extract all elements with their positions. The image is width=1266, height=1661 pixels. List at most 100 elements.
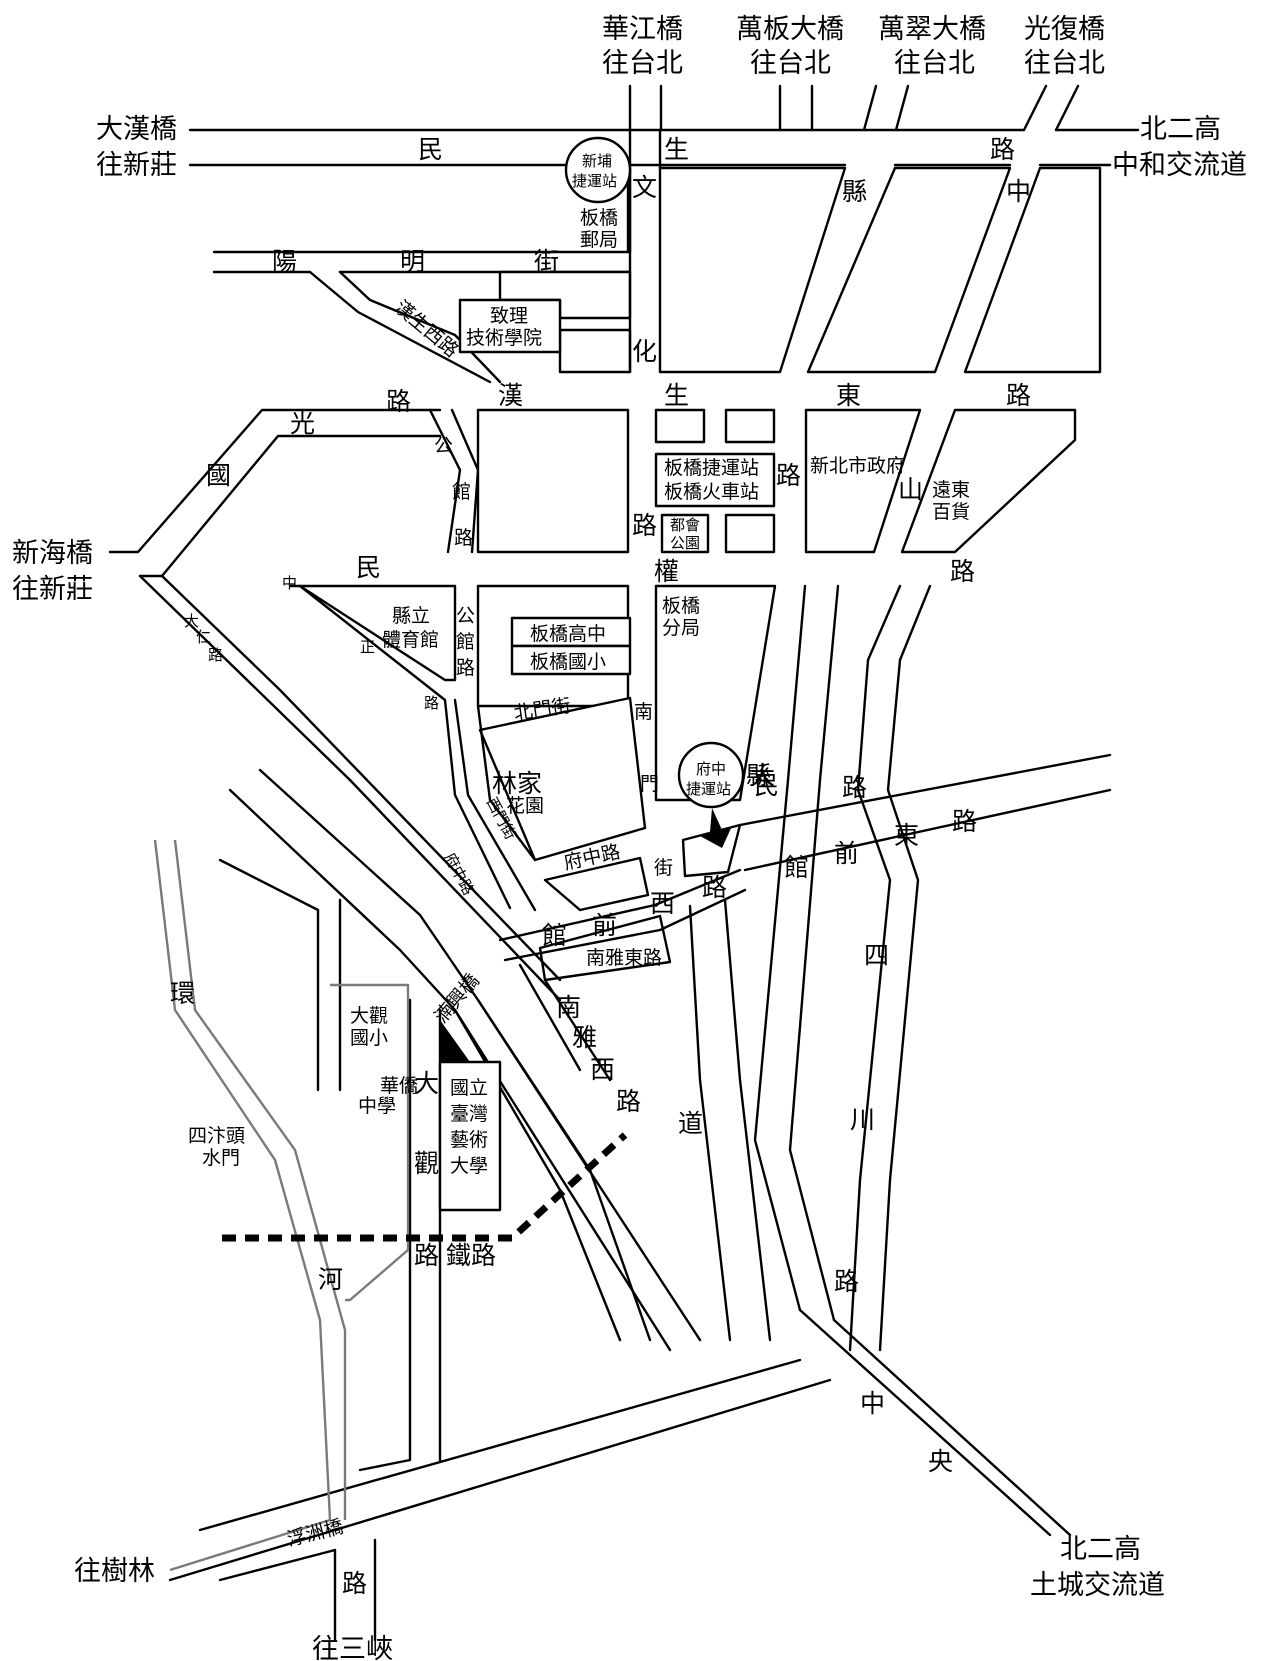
guanqian-w-3: 西 [650,889,675,918]
ntua-l3: 藝術 [450,1129,488,1151]
block-guanqian-west [543,856,650,912]
gongguan-s-2: 館 [456,631,475,653]
railway-label: 鐵路 [446,1241,496,1270]
circle-river-2: 河 [318,1265,343,1294]
minsheng-3: 路 [990,135,1015,164]
zhongzheng-road [288,584,512,910]
gongguan-n-1: 公 [434,435,453,457]
ntua-l1: 國立 [450,1077,488,1099]
sichuan-3: 路 [834,1267,859,1296]
ximen-street [453,698,537,912]
county-min-2: 民 [754,771,779,800]
chihlee-box [458,298,562,354]
circle-river [153,839,347,1572]
block-hansheng [476,408,630,554]
block-station-2 [724,408,776,444]
fuzhong-l2: 捷運站 [686,780,731,798]
banqiao-mrt: 板橋捷運站 [664,457,759,479]
zhongzheng-1: 中 [282,574,297,592]
guanqian-west-road [498,868,747,962]
fuzhong-l1: 府中 [696,760,726,778]
nanmen-3: 街 [654,857,673,879]
daren-1: 大 [184,612,199,630]
block-chihlee-east [558,328,632,374]
block-lin-garden [478,696,647,862]
guoguang-3: 路 [386,387,411,416]
nanmen-2: 門 [640,773,659,795]
wenhua-3: 路 [632,511,657,540]
hansheng-e-3: 東 [836,381,861,410]
zhongzheng-3: 路 [424,694,439,712]
wancui-bridge-road [862,84,910,132]
guanqian-e-4: 路 [952,807,977,836]
nanya-east: 南雅東路 [586,947,662,969]
gongguan-n-2: 館 [452,481,471,503]
block-far-eastern [900,408,1077,554]
north2-tc-l1: 北二高 [1060,1534,1141,1565]
wancui-l1: 萬翠大橋 [878,14,986,45]
block-wenhua-north [658,166,847,374]
xinpu-l2: 捷運站 [572,172,617,190]
yangming-1: 陽 [272,247,297,276]
dadao-road [688,898,772,1342]
daguan-1: 大 [414,1069,439,1098]
minsheng-1: 民 [418,135,443,164]
daren-3: 路 [208,646,223,664]
block-station-3 [724,513,776,554]
park-l2: 公園 [670,534,700,552]
minquan-3: 路 [776,461,801,490]
banqiao-elem-box [510,644,632,676]
xinpu-station-marker [564,136,632,204]
block-park [660,513,710,554]
guoguang-1: 國 [206,461,231,490]
to-sanxia: 往三峽 [312,1634,393,1661]
block-county-mid [806,166,1012,374]
police-l2: 分局 [662,617,700,639]
hansheng-e-2: 生 [664,381,689,410]
yangming-2: 明 [400,247,425,276]
guanqian-w-1: 館 [542,921,567,950]
block-station-main [654,452,776,508]
yangming-3: 街 [534,247,559,276]
guangfu-bridge-road [1022,84,1080,132]
daguan-elem-l2: 國小 [350,1027,388,1049]
huajiang-bridge-road [628,84,663,132]
labels: 華江橋 往台北 萬板大橋 往台北 萬翠大橋 往台北 光復橋 往台北 大漢橋 往新… [12,14,1247,1661]
daguan-2: 觀 [414,1149,439,1178]
block-station-1 [654,408,706,444]
dahan-l2: 往新莊 [96,150,177,181]
wanban-bridge-road [778,84,814,132]
xinpu-l1: 新埔 [582,152,612,170]
police-l1: 板橋 [662,595,700,617]
circle-river-1: 環 [170,979,195,1008]
nanmen-1: 南 [634,701,653,723]
park-l1: 都會 [670,516,700,534]
daguan-3: 路 [414,1241,439,1270]
daren-road [138,574,562,1002]
county-zs-3: 山 [898,475,923,504]
ntua-l4: 大學 [450,1155,488,1177]
chihlee-l1: 致理 [490,305,528,327]
block-nanya-east [538,914,672,982]
fuzhong-arrow-icon [700,808,732,848]
chihlee-l2: 技術學院 [466,327,542,349]
county-zs-2: 中 [1006,177,1031,206]
sibiantou-l2: 水門 [202,1147,240,1169]
huajiang-l2: 往台北 [602,48,683,79]
wanban-l1: 萬板大橋 [736,14,844,45]
block-east-strip [963,166,1102,374]
wancui-l2: 往台北 [894,48,975,79]
nanya-west-road [518,963,612,1082]
stadium-l2: 體育館 [382,629,439,651]
ntua-shade [440,1020,470,1062]
fuzhou-bridge: 浮洲橋 [285,1516,346,1551]
hansheng-west-road [308,270,502,384]
hansheng-e-1: 漢 [498,381,523,410]
nanya-w-1: 南 [556,993,581,1022]
minquan-1: 民 [356,553,381,582]
block-city-hall [804,408,922,554]
minquan-2: 權 [654,557,679,586]
block-police [654,584,777,802]
far-eastern-l2: 百貨 [932,501,970,523]
